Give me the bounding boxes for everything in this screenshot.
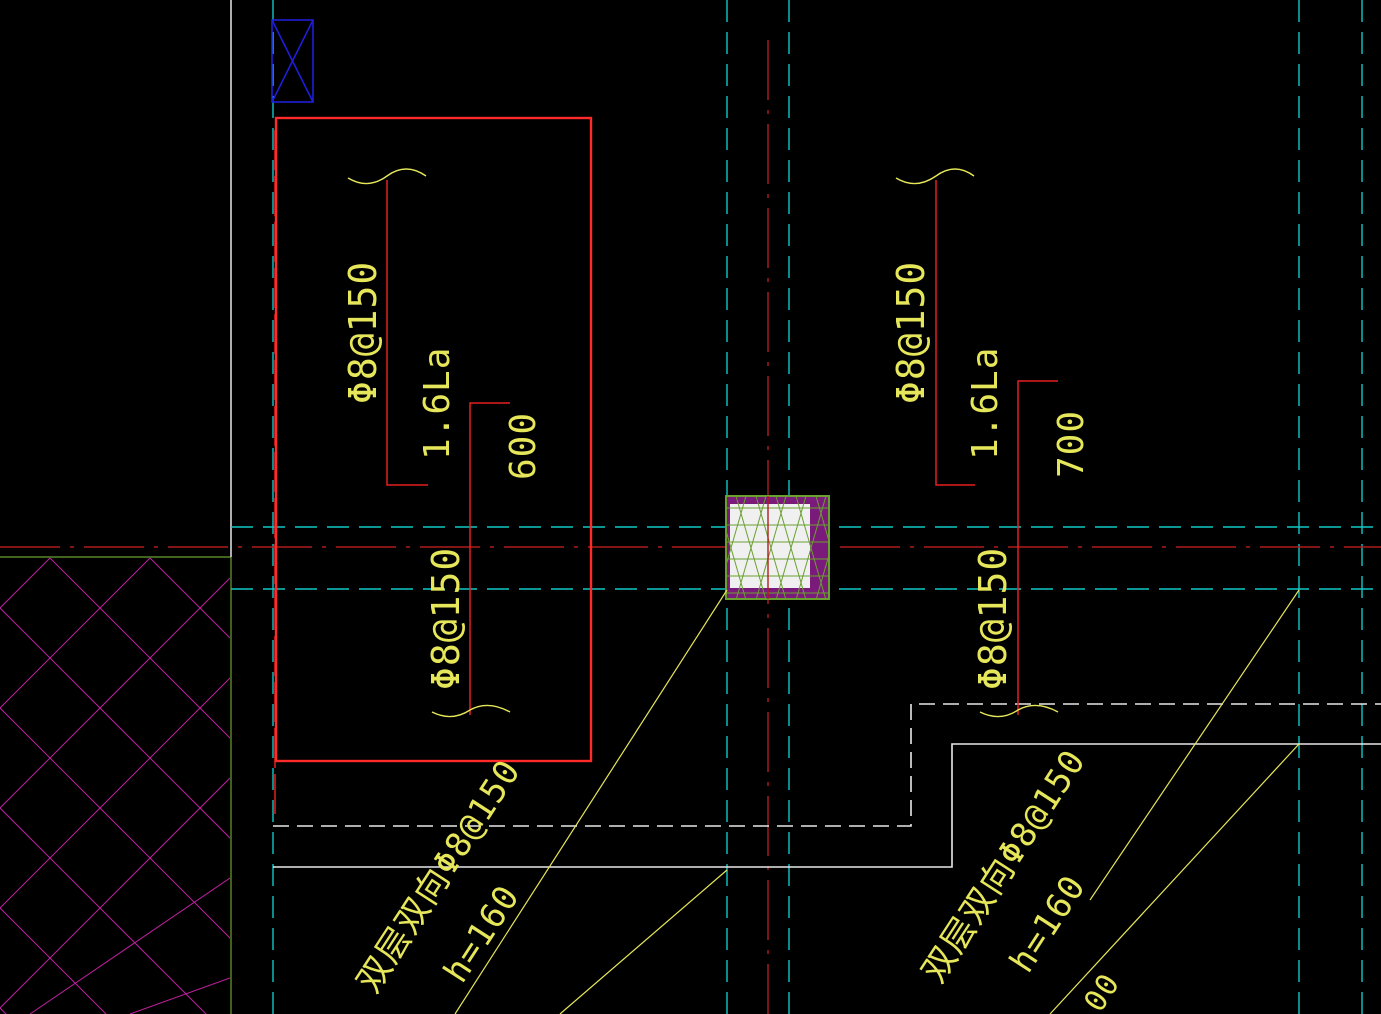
crossed-box-icon[interactable] [271, 19, 314, 103]
soil-hatch-region [0, 558, 230, 1014]
rebar-right-dim [979, 380, 1059, 718]
rebar-left-upper [347, 168, 428, 486]
left-top-length-label: 1.6La [417, 347, 458, 460]
left-top-rebar-label: Φ8@150 [341, 261, 385, 404]
rebar-left-dim [431, 402, 511, 718]
slab-edge-solid [273, 743, 1381, 868]
right-top-rebar-label: Φ8@150 [889, 261, 933, 404]
right-dim-label: 700 [1051, 410, 1092, 478]
slab-right-thickness: h=160 [1002, 868, 1094, 980]
right-bottom-rebar-label: Φ8@150 [971, 547, 1015, 690]
slab-edge-dashed [273, 703, 1381, 827]
vertical-grid-lines [272, 0, 1363, 1014]
region-outline[interactable] [274, 116, 593, 763]
corner-partial-label: 00 [1077, 967, 1127, 1014]
triangle-hatch-icon[interactable] [716, 495, 846, 600]
left-bottom-rebar-label: Φ8@150 [424, 547, 468, 690]
diagonal-leaders [454, 589, 1300, 1014]
left-dim-label: 600 [503, 412, 544, 480]
right-top-length-label: 1.6La [965, 347, 1006, 460]
rebar-right-upper [895, 168, 975, 486]
axis-lines [0, 40, 1381, 1014]
